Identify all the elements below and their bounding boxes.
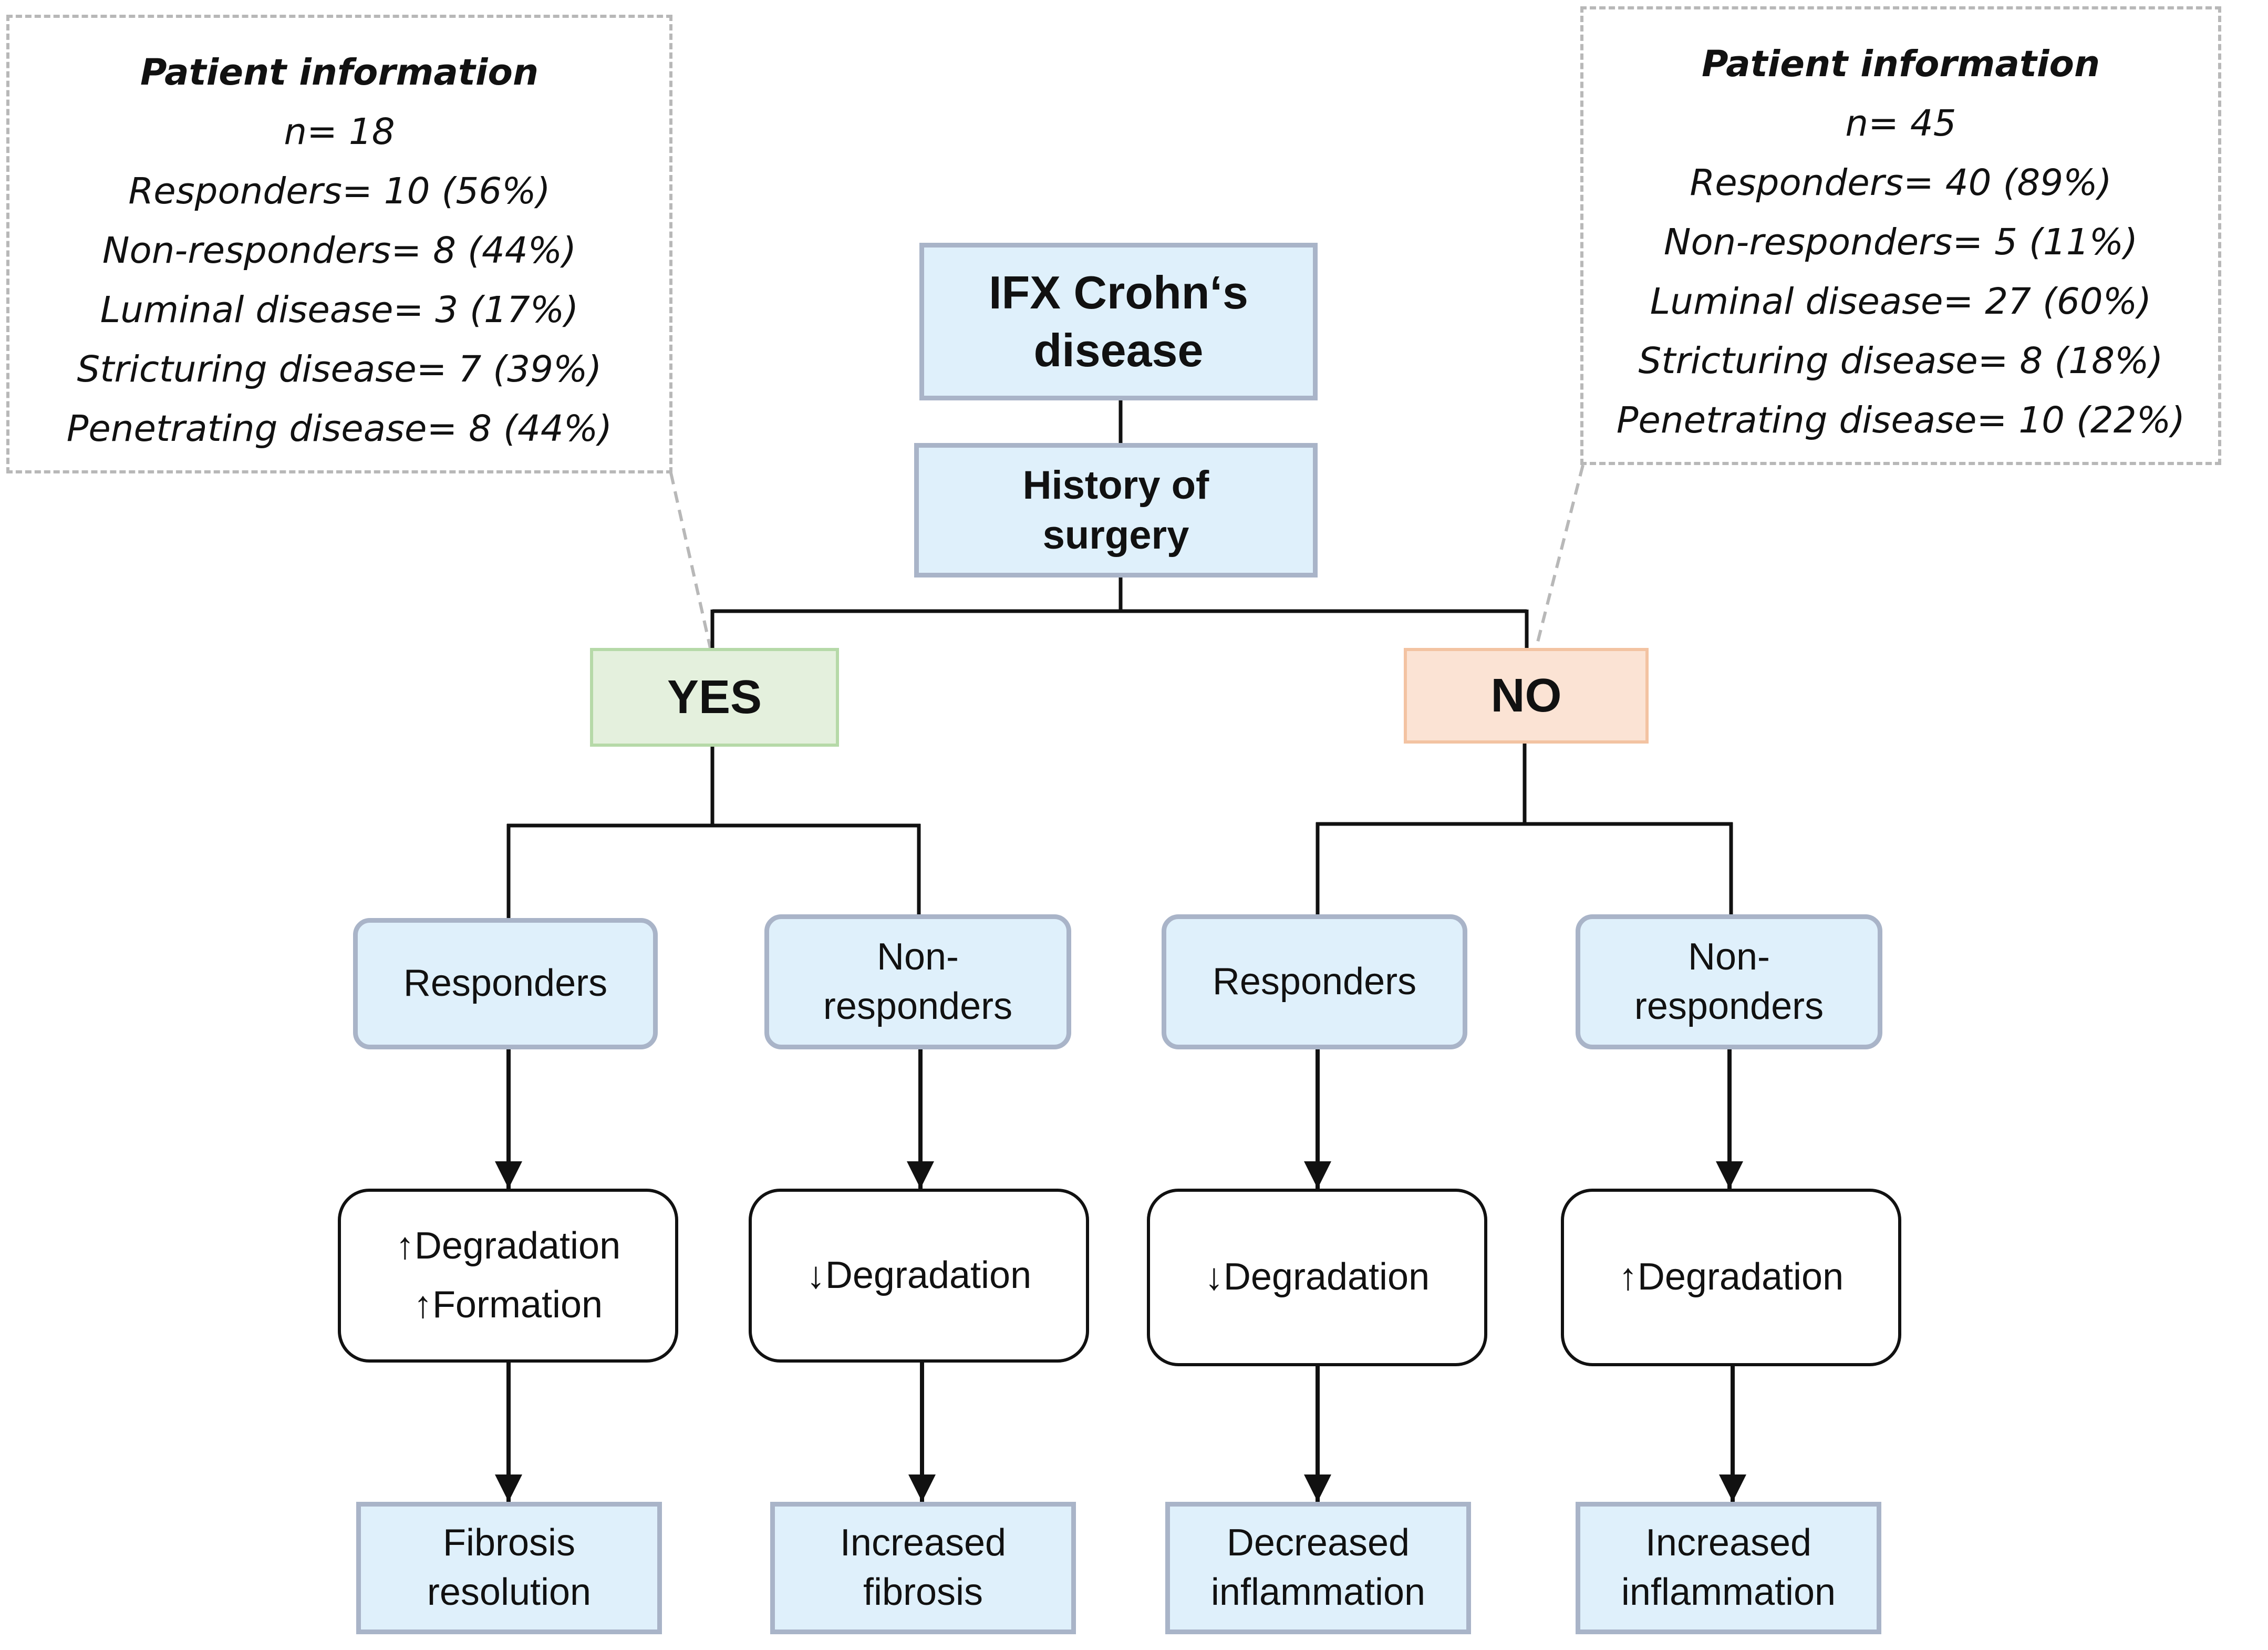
patient-info-no-line: Penetrating disease= 10 (22%) <box>1616 399 2186 441</box>
callout-pointer-left <box>669 472 712 648</box>
patient-info-no-title: Patient information <box>1701 43 2100 85</box>
branch-yes-label: YES <box>667 671 762 724</box>
group-node-label: Non- <box>1687 935 1770 978</box>
patient-info-yes-line: Responders= 10 (56%) <box>128 170 551 212</box>
outcome-node-4: Increased inflammation <box>1576 1502 1881 1634</box>
group-node-label: responders <box>1634 985 1824 1027</box>
callout-pointer-right <box>1535 465 1585 648</box>
patient-info-no-line: Responders= 40 (89%) <box>1690 162 2112 204</box>
group-node-label: Responders <box>403 962 608 1005</box>
patient-info-no-line: n= 45 <box>1845 102 1956 145</box>
group-node-label: responders <box>823 985 1013 1027</box>
mechanism-node-3: ↓Degradation <box>1147 1189 1487 1366</box>
decision-node: History of surgery <box>914 443 1318 578</box>
patient-info-no-line: Non-responders= 5 (11%) <box>1663 221 2138 263</box>
mechanism-node-2: ↓Degradation <box>749 1189 1089 1363</box>
mechanism-node-1: ↑Degradation ↑Formation <box>338 1189 678 1363</box>
mechanism-node-label: ↓Degradation <box>806 1254 1032 1296</box>
group-node-no-responders: Responders <box>1162 914 1467 1049</box>
patient-info-yes-line: Penetrating disease= 8 (44%) <box>66 408 613 450</box>
outcome-node-label: Decreased <box>1226 1522 1410 1564</box>
outcome-node-1: Fibrosis resolution <box>356 1502 662 1634</box>
outcome-node-2: Increased fibrosis <box>770 1502 1076 1634</box>
patient-info-yes-title: Patient information <box>140 51 539 94</box>
patient-info-no-line: Luminal disease= 27 (60%) <box>1650 281 2152 323</box>
root-node: IFX Crohn‘s disease <box>919 243 1318 400</box>
outcome-node-label: fibrosis <box>863 1571 983 1613</box>
patient-info-yes-line: n= 18 <box>284 111 395 153</box>
group-node-yes-non-responders: Non- responders <box>764 914 1071 1049</box>
branch-yes: YES <box>590 648 839 747</box>
patient-info-no-line: Stricturing disease= 8 (18%) <box>1638 340 2163 382</box>
outcome-node-label: Increased <box>1645 1522 1812 1564</box>
outcome-node-label: inflammation <box>1621 1571 1836 1613</box>
patient-info-yes-line: Non-responders= 8 (44%) <box>102 230 577 272</box>
mechanism-node-4: ↑Degradation <box>1561 1189 1901 1366</box>
decision-node-label: surgery <box>1042 513 1189 558</box>
outcome-node-label: resolution <box>427 1571 592 1613</box>
root-node-label: IFX Crohn‘s <box>989 266 1248 318</box>
outcome-node-label: inflammation <box>1210 1571 1426 1613</box>
group-node-label: Non- <box>876 935 959 978</box>
mechanism-node-label: ↑Degradation <box>1618 1256 1844 1298</box>
group-node-label: Responders <box>1212 960 1417 1003</box>
outcome-node-3: Decreased inflammation <box>1165 1502 1471 1634</box>
mechanism-node-label: ↓Degradation <box>1204 1256 1430 1298</box>
mechanism-node-label: ↑Degradation <box>395 1224 621 1267</box>
mechanism-node-label: ↑Formation <box>413 1283 603 1326</box>
patient-info-yes-line: Luminal disease= 3 (17%) <box>100 289 579 331</box>
decision-node-label: History of <box>1022 463 1209 508</box>
patient-info-yes: Patient information n= 18 Responders= 10… <box>6 15 672 473</box>
group-node-no-non-responders: Non- responders <box>1576 914 1882 1049</box>
branch-no: NO <box>1404 648 1649 744</box>
patient-info-no: Patient information n= 45 Responders= 40… <box>1580 6 2221 465</box>
outcome-node-label: Increased <box>840 1522 1007 1564</box>
group-node-yes-responders: Responders <box>353 918 658 1049</box>
root-node-label: disease <box>1033 324 1204 376</box>
patient-info-yes-line: Stricturing disease= 7 (39%) <box>77 348 602 390</box>
outcome-node-label: Fibrosis <box>442 1522 576 1564</box>
branch-no-label: NO <box>1490 669 1562 722</box>
